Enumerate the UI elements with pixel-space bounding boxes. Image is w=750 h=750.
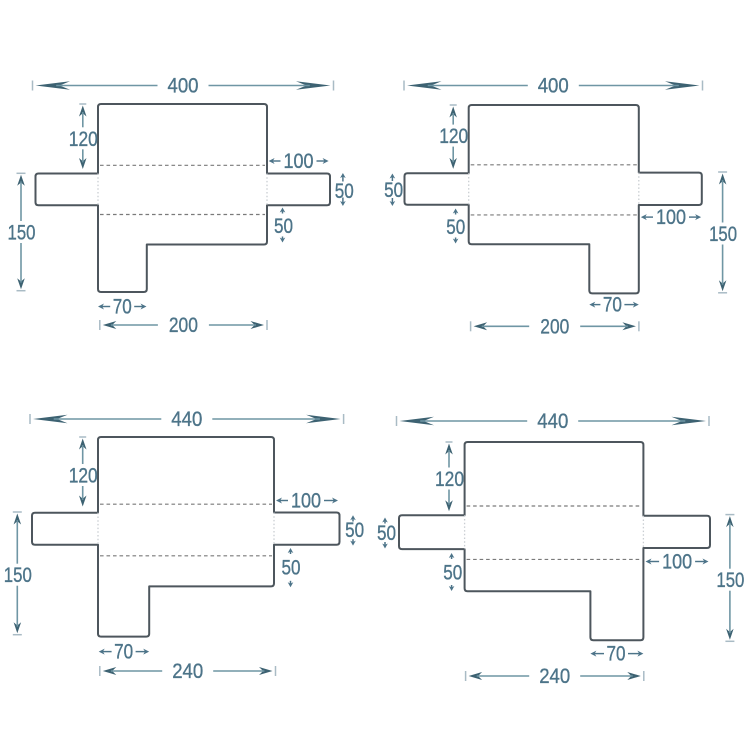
svg-text:200: 200 <box>169 314 198 337</box>
svg-text:100: 100 <box>284 150 314 173</box>
svg-text:50: 50 <box>345 519 364 542</box>
svg-text:120: 120 <box>439 125 468 148</box>
svg-text:440: 440 <box>171 408 202 431</box>
svg-text:400: 400 <box>538 75 569 98</box>
svg-text:200: 200 <box>540 315 569 338</box>
svg-text:50: 50 <box>446 216 465 239</box>
svg-text:50: 50 <box>443 561 462 584</box>
svg-text:150: 150 <box>716 569 744 592</box>
svg-text:440: 440 <box>537 410 568 433</box>
svg-text:70: 70 <box>603 294 622 317</box>
svg-text:50: 50 <box>335 180 354 203</box>
svg-text:50: 50 <box>274 215 293 238</box>
svg-text:50: 50 <box>282 557 301 580</box>
svg-text:240: 240 <box>539 665 570 688</box>
svg-text:120: 120 <box>69 465 98 488</box>
svg-text:100: 100 <box>291 490 321 513</box>
svg-text:150: 150 <box>709 223 737 246</box>
svg-text:120: 120 <box>69 128 98 151</box>
svg-text:240: 240 <box>172 660 203 683</box>
svg-text:70: 70 <box>113 296 132 319</box>
svg-text:70: 70 <box>607 643 626 666</box>
svg-text:150: 150 <box>8 222 36 245</box>
svg-text:400: 400 <box>168 75 199 98</box>
svg-text:120: 120 <box>435 468 464 491</box>
svg-text:100: 100 <box>662 551 692 574</box>
svg-text:50: 50 <box>384 179 403 202</box>
svg-text:70: 70 <box>114 641 133 664</box>
svg-text:100: 100 <box>656 206 686 229</box>
svg-text:150: 150 <box>4 564 32 587</box>
svg-text:50: 50 <box>377 522 396 545</box>
